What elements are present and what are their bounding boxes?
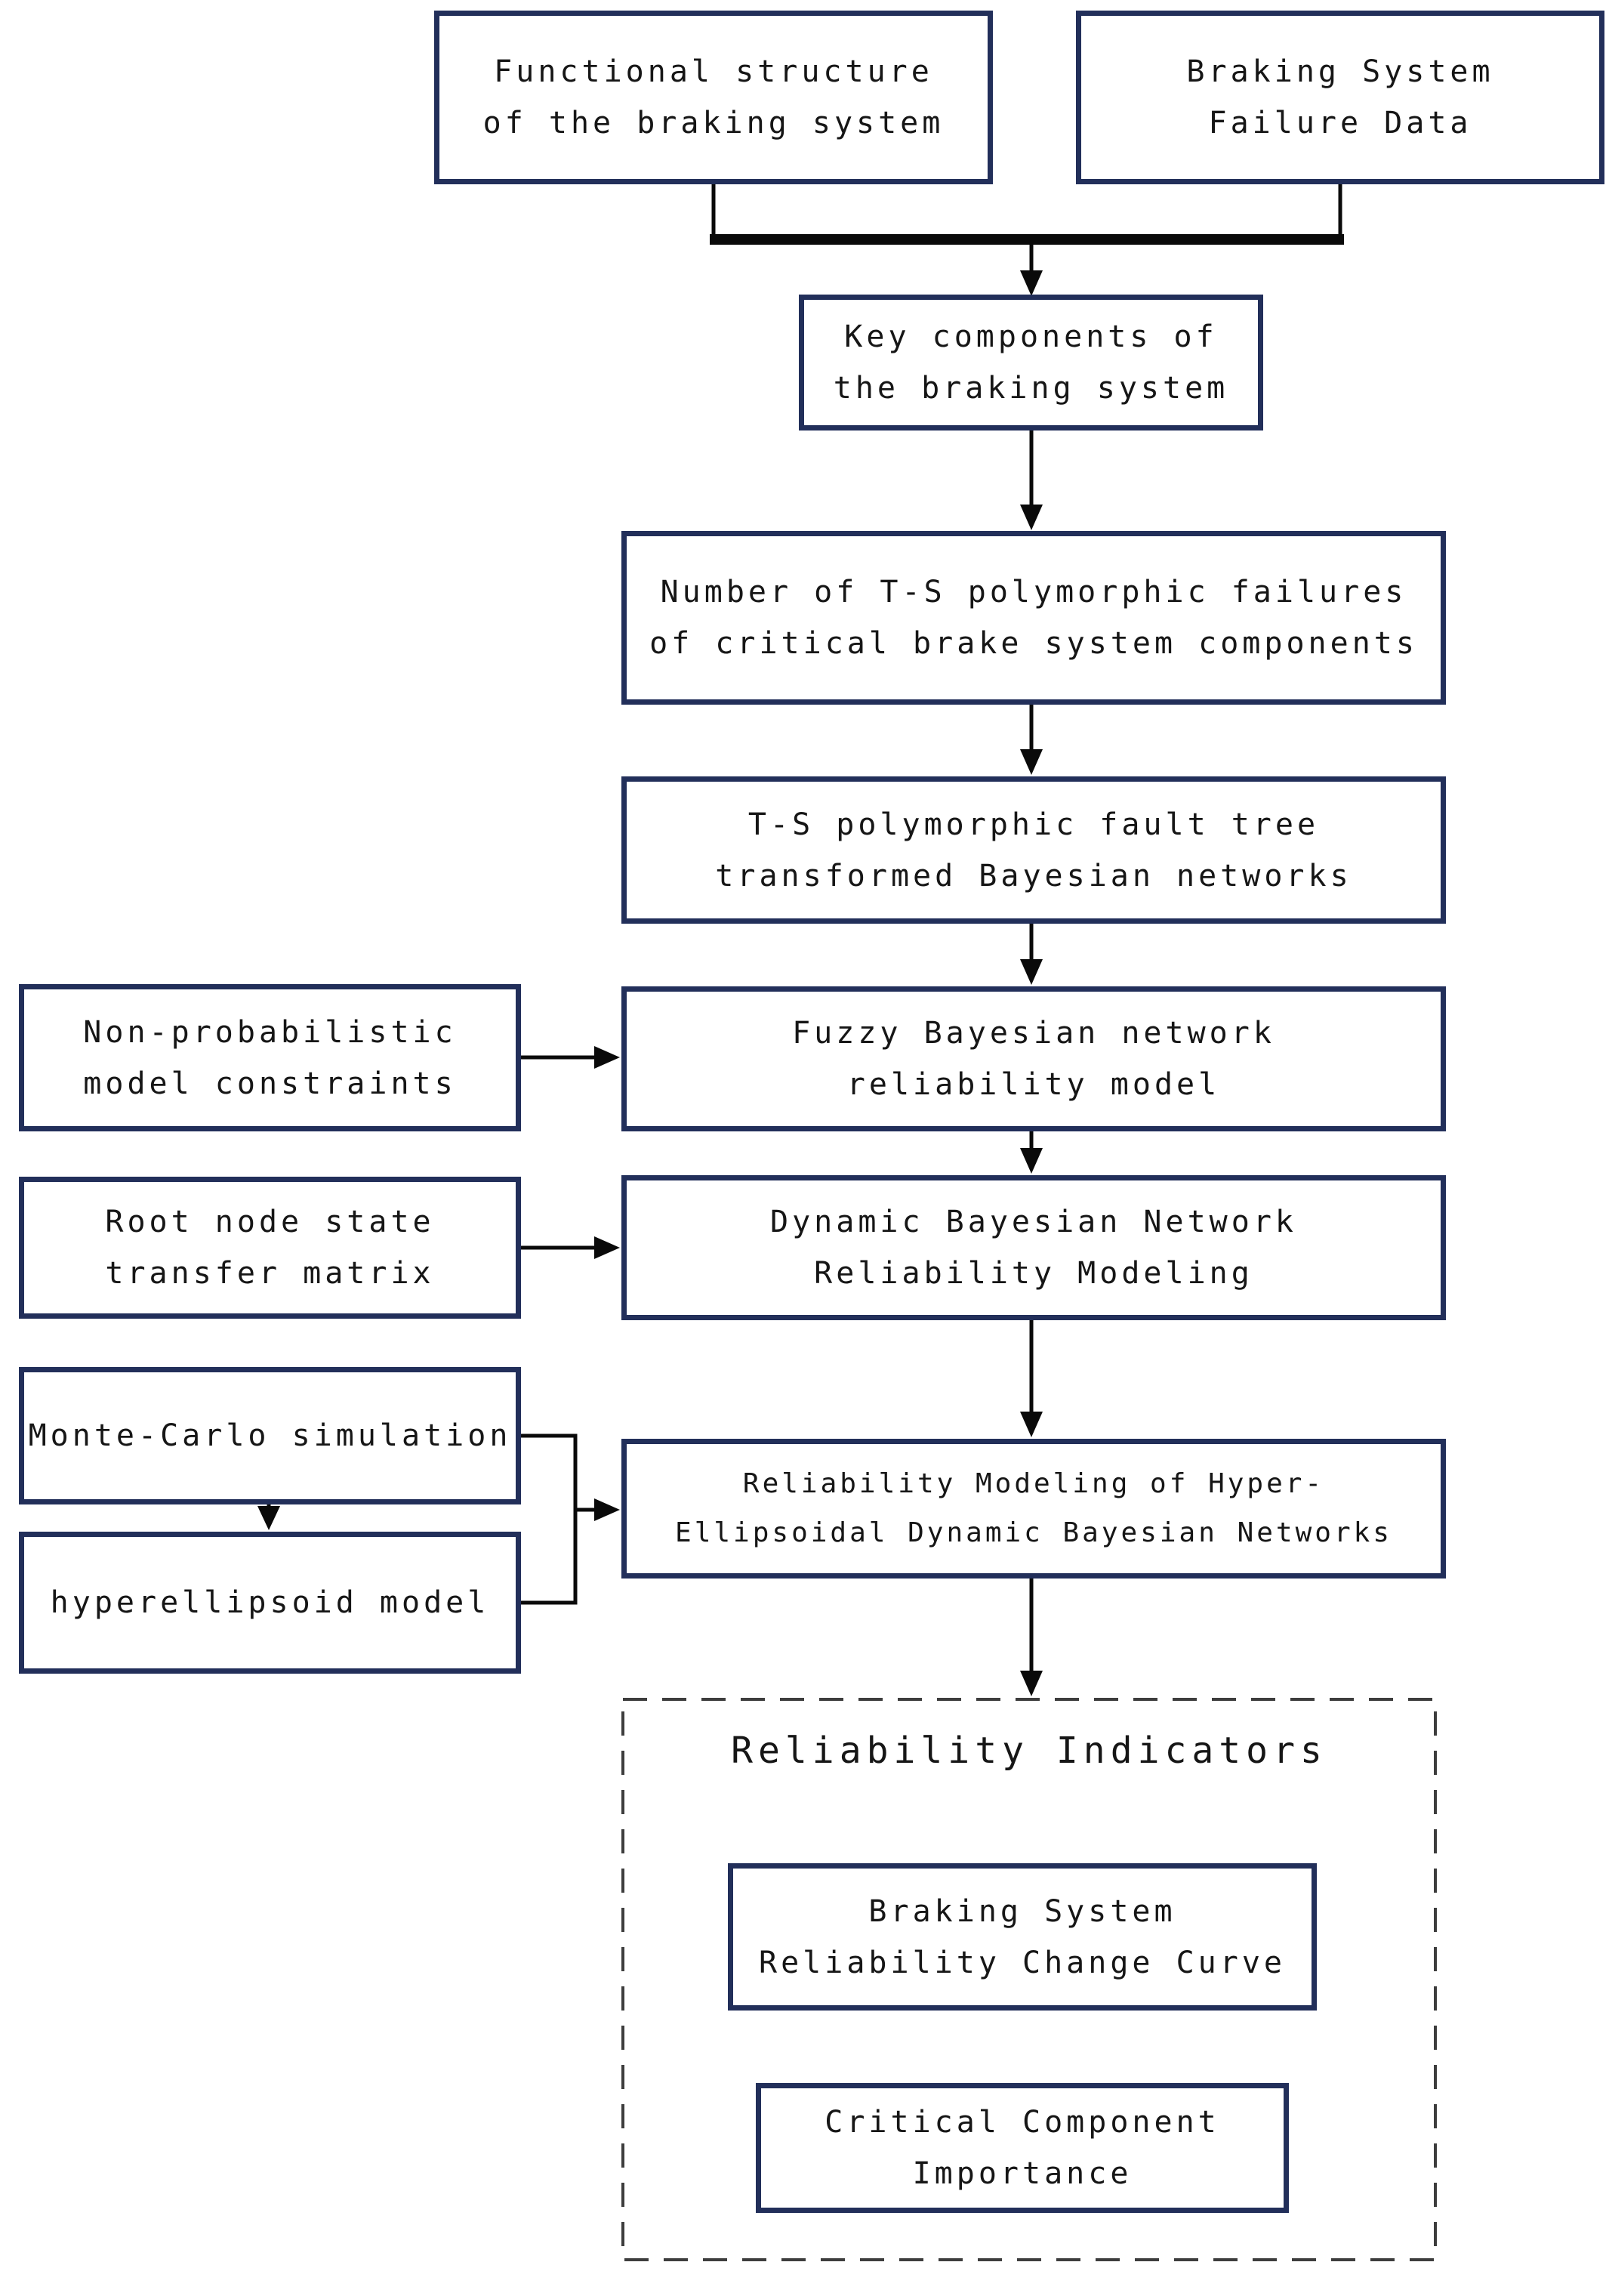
box-critical-component-importance: Critical Component Importance: [756, 2083, 1289, 2213]
box-label-line: Critical Component: [825, 2105, 1220, 2140]
arrowhead-ts-failures-to-fault-tree: [1020, 749, 1043, 775]
bracket-monte-hyperellipsoid: [521, 1433, 578, 1605]
box-key-components: Key components of the braking system: [799, 295, 1263, 430]
box-label-line: Reliability Modeling: [814, 1256, 1253, 1291]
reliability-indicators-title: Reliability Indicators: [731, 1730, 1327, 1772]
arrowhead-nonprob-to-fuzzy: [594, 1046, 620, 1069]
arrowhead-junction-to-key: [1020, 270, 1043, 296]
box-label-line: Monte-Carlo simulation: [28, 1418, 512, 1453]
box-label-line: Reliability Change Curve: [759, 1945, 1286, 1980]
box-label-line: Ellipsoidal Dynamic Bayesian Networks: [675, 1517, 1392, 1548]
box-label-line: transfer matrix: [105, 1256, 435, 1291]
box-label-line: the braking system: [833, 371, 1229, 406]
arrowhead-hyper-to-indicators: [1020, 1671, 1043, 1696]
box-label-line: Failure Data: [1208, 106, 1472, 140]
box-non-probabilistic-constraints: Non-probabilistic model constraints: [19, 984, 521, 1131]
box-label-line: Reliability Modeling of Hyper-: [742, 1467, 1325, 1499]
box-ts-fault-tree-bayesian: T-S polymorphic fault tree transformed B…: [621, 776, 1446, 924]
arrowhead-fuzzy-to-dynamic: [1020, 1148, 1043, 1174]
box-braking-system-failure-data: Braking System Failure Data: [1076, 11, 1604, 184]
box-label-line: of critical brake system components: [649, 626, 1418, 661]
box-hyperellipsoid-model: hyperellipsoid model: [19, 1532, 521, 1674]
box-label-line: Braking System: [868, 1893, 1176, 1929]
box-monte-carlo-simulation: Monte-Carlo simulation: [19, 1367, 521, 1504]
arrowhead-monte-to-hyperellipsoid: [257, 1506, 280, 1530]
box-label-line: Functional structure: [494, 54, 933, 89]
box-label-line: Importance: [912, 2156, 1133, 2191]
box-label-line: transformed Bayesian networks: [715, 858, 1352, 893]
box-functional-structure: Functional structure of the braking syst…: [434, 11, 993, 184]
box-label-line: T-S polymorphic fault tree: [747, 807, 1320, 842]
box-label-line: Non-probabilistic: [83, 1014, 457, 1050]
box-label-line: hyperellipsoid model: [50, 1585, 490, 1620]
arrowhead-fault-tree-to-fuzzy: [1020, 959, 1043, 985]
arrowhead-key-to-ts-failures: [1020, 505, 1043, 530]
arrowhead-root-to-dynamic: [594, 1236, 620, 1259]
box-label-line: Braking System: [1186, 54, 1494, 89]
box-label-line: of the braking system: [482, 106, 945, 140]
box-label-line: Key components of: [844, 319, 1218, 354]
box-root-node-transfer-matrix: Root node state transfer matrix: [19, 1177, 521, 1319]
box-label-line: reliability model: [846, 1067, 1221, 1102]
arrowhead-bracket-to-hyper: [594, 1498, 620, 1521]
box-reliability-change-curve: Braking System Reliability Change Curve: [728, 1863, 1317, 2011]
box-hyper-ellipsoidal-dbn: Reliability Modeling of Hyper- Ellipsoid…: [621, 1439, 1446, 1578]
arrowhead-dynamic-to-hyper: [1020, 1412, 1043, 1437]
box-label-line: Root node state: [105, 1205, 435, 1239]
box-fuzzy-bayesian-network: Fuzzy Bayesian network reliability model: [621, 986, 1446, 1131]
reliability-indicators-dashed-border: [621, 1698, 1437, 2261]
box-dynamic-bayesian-network: Dynamic Bayesian Network Reliability Mod…: [621, 1175, 1446, 1320]
box-ts-polymorphic-failures: Number of T-S polymorphic failures of cr…: [621, 531, 1446, 705]
box-label-line: model constraints: [83, 1066, 457, 1101]
box-label-line: Fuzzy Bayesian network: [792, 1016, 1275, 1051]
box-label-line: Number of T-S polymorphic failures: [660, 575, 1407, 609]
box-label-line: Dynamic Bayesian Network: [770, 1205, 1297, 1239]
